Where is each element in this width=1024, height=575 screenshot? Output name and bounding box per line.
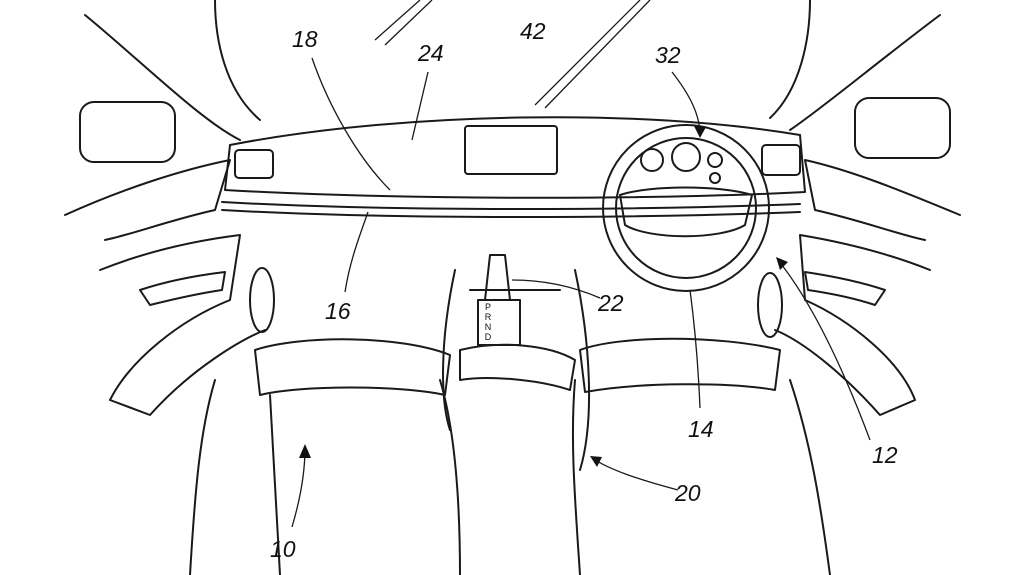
leader-10 — [291, 447, 306, 528]
label-18: 18 — [292, 26, 318, 52]
gauge-right-small — [709, 172, 721, 184]
right-a-pillar — [769, 0, 941, 131]
label-24: 24 — [418, 40, 444, 66]
gauge-center — [671, 142, 701, 172]
gauge-left — [640, 148, 664, 172]
right-seat — [571, 337, 831, 575]
label-16: 16 — [325, 298, 351, 324]
gauge-right — [707, 152, 723, 168]
shifter-d: D — [484, 332, 492, 342]
windshield-glare — [374, 0, 651, 109]
display-screen-42 — [464, 125, 558, 175]
left-door-panel — [64, 159, 266, 416]
right-mirror — [854, 97, 951, 159]
right-door-handle — [804, 271, 886, 306]
left-door-handle — [139, 271, 226, 306]
shifter-r: R — [484, 312, 492, 322]
dashboard-top — [229, 116, 801, 146]
label-12: 12 — [872, 442, 898, 468]
right-vent — [761, 144, 801, 176]
left-vent — [234, 149, 274, 179]
label-14: 14 — [688, 416, 714, 442]
leader-12 — [777, 259, 871, 441]
leader-22 — [511, 279, 601, 299]
leader-18 — [311, 57, 391, 191]
leader-24 — [411, 71, 429, 141]
left-speaker — [249, 267, 275, 333]
steering-hub — [619, 186, 753, 238]
right-door-panel — [774, 159, 961, 416]
armrest — [459, 343, 576, 391]
label-22: 22 — [598, 290, 624, 316]
label-42: 42 — [520, 18, 546, 44]
label-10: 10 — [270, 536, 296, 562]
label-32: 32 — [655, 42, 681, 68]
left-seat — [189, 338, 461, 575]
arrowheads — [299, 126, 788, 467]
dashboard-trim — [221, 201, 801, 218]
left-mirror — [79, 101, 176, 163]
center-console — [442, 269, 591, 471]
leader-20 — [591, 457, 679, 491]
left-a-pillar — [84, 0, 261, 141]
label-20: 20 — [675, 480, 701, 506]
steering-wheel-inner — [615, 137, 757, 279]
steering-wheel-outer — [602, 124, 770, 292]
leader-16 — [344, 211, 369, 293]
leader-14 — [689, 289, 701, 409]
shifter-p: P — [484, 302, 491, 312]
right-speaker — [757, 272, 783, 338]
shifter-n: N — [484, 322, 492, 332]
